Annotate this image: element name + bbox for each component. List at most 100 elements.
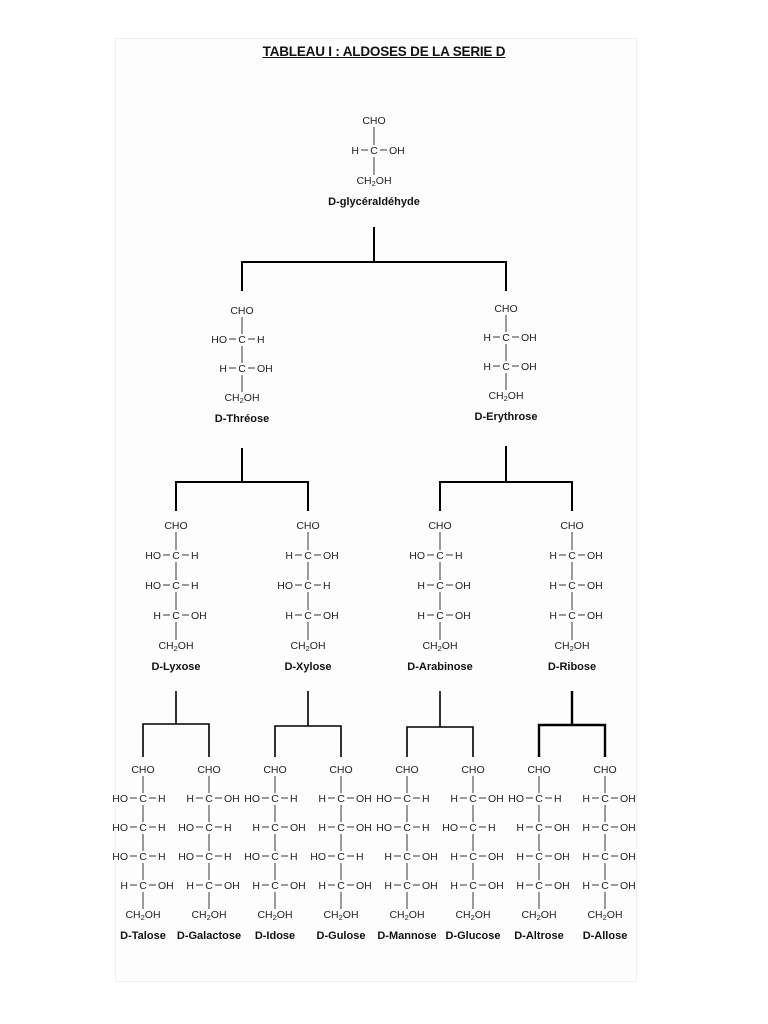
hydroxymethyl-group: CH2OH: [587, 909, 622, 922]
hydrogen-left: H: [285, 610, 293, 622]
hydroxyl-left: HO: [409, 550, 425, 562]
tree-branch: [406, 691, 474, 757]
hydroxyl-right: OH: [455, 610, 471, 622]
aldehyde-group: CHO: [164, 520, 187, 532]
tree-branch: [241, 227, 507, 291]
carbon-atom: C: [139, 851, 147, 863]
carbon-atom: C: [337, 793, 345, 805]
hydroxyl-right: OH: [224, 880, 240, 892]
carbon-atom: C: [271, 851, 279, 863]
carbon-atom: C: [238, 334, 246, 346]
carbon-atom: C: [304, 610, 312, 622]
carbon-atom: C: [568, 610, 576, 622]
carbon-atom: C: [172, 580, 180, 592]
aldehyde-group: CHO: [560, 520, 583, 532]
carbon-atom: C: [304, 580, 312, 592]
carbon-atom: C: [436, 580, 444, 592]
aldehyde-group: CHO: [263, 764, 286, 776]
branch-line: [439, 446, 573, 511]
hydrogen-right: H: [422, 793, 430, 805]
hydroxyl-right: OH: [521, 361, 537, 373]
hydroxyl-right: OH: [323, 610, 339, 622]
carbon-atom: C: [337, 851, 345, 863]
carbon-atom: C: [535, 880, 543, 892]
hydroxyl-right: OH: [356, 880, 372, 892]
sugar-name-label: D-Galactose: [177, 930, 241, 942]
hydroxymethyl-group: CH2OH: [389, 909, 424, 922]
hydroxyl-left: HO: [112, 822, 128, 834]
hydroxyl-right: OH: [587, 550, 603, 562]
carbon-atom: C: [601, 880, 609, 892]
hydroxyl-right: OH: [290, 880, 306, 892]
hydrogen-left: H: [384, 880, 392, 892]
hydrogen-left: H: [483, 361, 491, 373]
aldehyde-group: CHO: [527, 764, 550, 776]
carbon-atom: C: [238, 363, 246, 375]
tree-branch: [537, 691, 607, 757]
hydroxyl-left: HO: [277, 580, 293, 592]
hydrogen-right: H: [224, 851, 232, 863]
hydrogen-left: H: [549, 610, 557, 622]
sugar-name-label: D-Idose: [255, 930, 295, 942]
carbon-atom: C: [469, 822, 477, 834]
hydrogen-left: H: [351, 145, 359, 157]
hydroxyl-right: OH: [422, 880, 438, 892]
sugar-name-label: D-Mannose: [377, 930, 436, 942]
carbon-atom: C: [568, 550, 576, 562]
hydrogen-left: H: [582, 851, 590, 863]
carbon-atom: C: [205, 851, 213, 863]
hydrogen-left: H: [285, 550, 293, 562]
tree-branch: [439, 446, 573, 511]
hydroxyl-right: OH: [257, 363, 273, 375]
hydrogen-left: H: [516, 851, 524, 863]
aldehyde-group: CHO: [296, 520, 319, 532]
carbon-atom: C: [403, 793, 411, 805]
hydrogen-left: H: [318, 822, 326, 834]
hydroxymethyl-group: CH2OH: [191, 909, 226, 922]
carbon-atom: C: [337, 880, 345, 892]
hydroxyl-left: HO: [244, 793, 260, 805]
carbon-atom: C: [502, 361, 510, 373]
hydroxyl-left: HO: [112, 793, 128, 805]
branch-line: [274, 691, 342, 757]
hydroxyl-left: HO: [145, 550, 161, 562]
title-text: TABLEAU I : ALDOSES DE LA SERIE D: [262, 44, 506, 59]
hydrogen-right: H: [422, 822, 430, 834]
hydroxyl-left: HO: [211, 334, 227, 346]
hydrogen-right: H: [455, 550, 463, 562]
hydrogen-left: H: [516, 880, 524, 892]
aldehyde-group: CHO: [461, 764, 484, 776]
carbon-atom: C: [271, 793, 279, 805]
hydroxymethyl-group: CH2OH: [488, 390, 523, 403]
branch-line: [142, 691, 210, 757]
hydroxyl-right: OH: [521, 332, 537, 344]
aldehyde-group: CHO: [362, 115, 385, 127]
page-title: TABLEAU I : ALDOSES DE LA SERIE D: [0, 44, 768, 59]
hydroxymethyl-group: CH2OH: [125, 909, 160, 922]
hydroxyl-right: OH: [290, 822, 306, 834]
hydrogen-left: H: [417, 610, 425, 622]
carbon-atom: C: [535, 851, 543, 863]
hydroxymethyl-group: CH2OH: [356, 175, 391, 188]
branch-line: [175, 448, 309, 511]
hydrogen-left: H: [252, 822, 260, 834]
page-sheet: [115, 38, 637, 982]
carbon-atom: C: [139, 880, 147, 892]
sugar-name-label: D-glycéraldéhyde: [328, 196, 420, 208]
aldehyde-group: CHO: [494, 303, 517, 315]
hydroxymethyl-group: CH2OH: [554, 640, 589, 653]
sugar-name-label: D-Talose: [120, 930, 166, 942]
hydroxyl-right: OH: [587, 610, 603, 622]
branch-line: [537, 691, 607, 757]
hydroxymethyl-group: CH2OH: [521, 909, 556, 922]
hydroxyl-left: HO: [178, 822, 194, 834]
hydrogen-right: H: [191, 580, 199, 592]
branch-line: [241, 227, 507, 291]
hydrogen-left: H: [582, 822, 590, 834]
